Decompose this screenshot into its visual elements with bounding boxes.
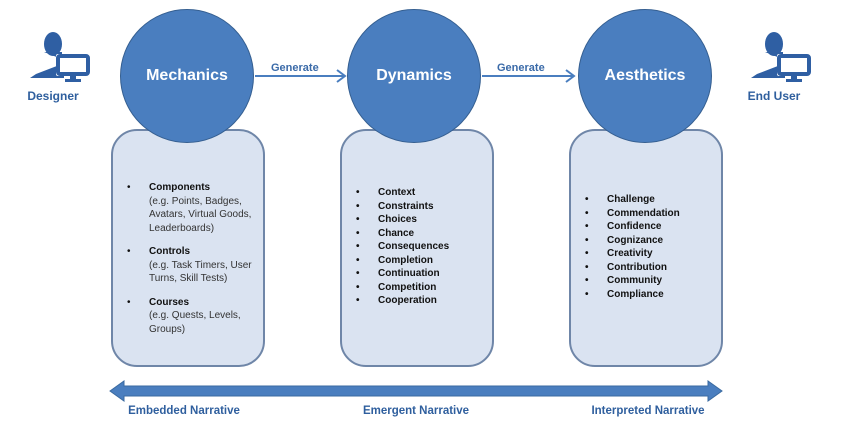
- dynamics-circle: Dynamics: [347, 9, 481, 143]
- list-item: Commendation: [585, 207, 680, 221]
- interpreted-narrative-label: Interpreted Narrative: [591, 405, 705, 417]
- list-item: Confidence: [585, 220, 680, 234]
- list-item: Challenge: [585, 193, 680, 207]
- mechanics-list: Components (e.g. Points, Badges, Avatars…: [127, 181, 257, 346]
- emergent-narrative-label: Emergent Narrative: [362, 405, 470, 417]
- list-item: Community: [585, 274, 680, 288]
- list-item: Completion: [356, 254, 449, 268]
- end-user-icon: [751, 32, 811, 82]
- list-item: Controls (e.g. Task Timers, User Turns, …: [127, 245, 257, 286]
- mechanics-box: Components (e.g. Points, Badges, Avatars…: [111, 129, 265, 367]
- dynamics-title: Dynamics: [376, 67, 452, 84]
- list-item: Contribution: [585, 261, 680, 275]
- list-item: Chance: [356, 227, 449, 241]
- list-item: Compliance: [585, 288, 680, 302]
- generate-arrow-1: [255, 69, 347, 83]
- aesthetics-list: Challenge Commendation Confidence Cogniz…: [585, 193, 680, 301]
- list-item: Courses (e.g. Quests, Levels, Groups): [127, 296, 257, 337]
- generate-arrow-2: [482, 69, 576, 83]
- list-item: Components (e.g. Points, Badges, Avatars…: [127, 181, 257, 235]
- end-user-label: End User: [747, 89, 801, 103]
- designer-actor: Designer: [8, 30, 98, 105]
- list-item: Constraints: [356, 200, 449, 214]
- generate-label-2: Generate: [497, 62, 545, 74]
- narrative-double-arrow: [109, 380, 723, 402]
- end-user-actor: End User: [729, 30, 819, 105]
- mechanics-title: Mechanics: [146, 67, 228, 84]
- list-item: Consequences: [356, 240, 449, 254]
- designer-icon: [30, 32, 90, 82]
- generate-label-1: Generate: [271, 62, 319, 74]
- list-item: Cooperation: [356, 294, 449, 308]
- aesthetics-circle: Aesthetics: [578, 9, 712, 143]
- mechanics-circle: Mechanics: [120, 9, 254, 143]
- aesthetics-title: Aesthetics: [604, 67, 686, 84]
- embedded-narrative-label: Embedded Narrative: [128, 405, 240, 417]
- list-item: Cognizance: [585, 234, 680, 248]
- dynamics-box: Context Constraints Choices Chance Conse…: [340, 129, 494, 367]
- list-item: Competition: [356, 281, 449, 295]
- list-item: Creativity: [585, 247, 680, 261]
- list-item: Context: [356, 186, 449, 200]
- dynamics-list: Context Constraints Choices Chance Conse…: [356, 186, 449, 308]
- list-item: Continuation: [356, 267, 449, 281]
- designer-label: Designer: [27, 89, 79, 103]
- list-item: Choices: [356, 213, 449, 227]
